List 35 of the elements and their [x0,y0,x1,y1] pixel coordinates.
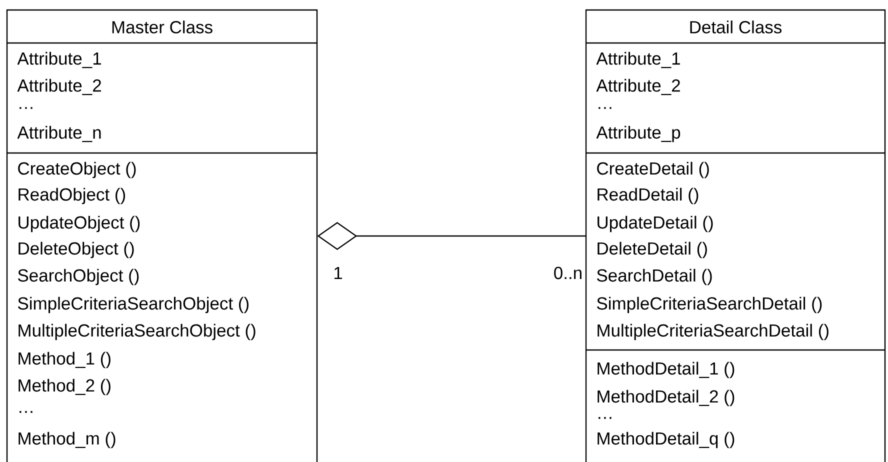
class-name: Detail Class [690,20,782,34]
method-text: ReadObject () [18,188,126,204]
method-text: MethodDetail_1 () [598,362,734,378]
method-text: SearchDetail () [597,268,712,286]
class-box [585,9,886,462]
attribute-text: Attribute_1 [17,52,101,68]
method-text: SearchObject () [18,268,139,286]
attribute-text: Attribute_n [17,126,101,142]
method-text: SimpleCriteriaSearchDetail () [597,296,822,314]
method-text: MultipleCriteriaSearchObject () [18,324,256,340]
method-text: CreateDetail () [597,162,709,178]
method-text: Method_m () [18,432,116,448]
method-text: DeleteDetail () [598,242,707,258]
method-text: SimpleCriteriaSearchObject () [18,296,248,314]
attribute-text: … [598,107,612,109]
class-box [6,9,318,462]
method-text: MultipleCriteriaSearchDetail () [598,324,828,340]
method-text: … [20,411,32,413]
attribute-text: Attribute_1 [596,52,680,68]
method-text: CreateObject () [18,162,136,178]
method-text: … [598,417,612,419]
method-text: DeleteObject () [18,242,134,258]
method-text: MethodDetail_2 () [598,390,734,406]
class-name: Master Class [112,20,212,34]
method-text: ReadDetail () [598,188,698,204]
method-text: UpdateDetail () [598,216,713,232]
multiplicity-label: 1 [334,266,342,279]
attribute-text: Attribute_2 [596,78,680,96]
attribute-text: … [20,107,32,109]
attribute-text: Attribute_p [596,126,680,142]
attribute-text: Attribute_2 [17,78,101,96]
method-text: UpdateObject () [18,216,140,232]
method-text: Method_1 () [18,352,110,368]
method-text: MethodDetail_q () [598,432,734,448]
method-text: Method_2 () [18,378,110,396]
